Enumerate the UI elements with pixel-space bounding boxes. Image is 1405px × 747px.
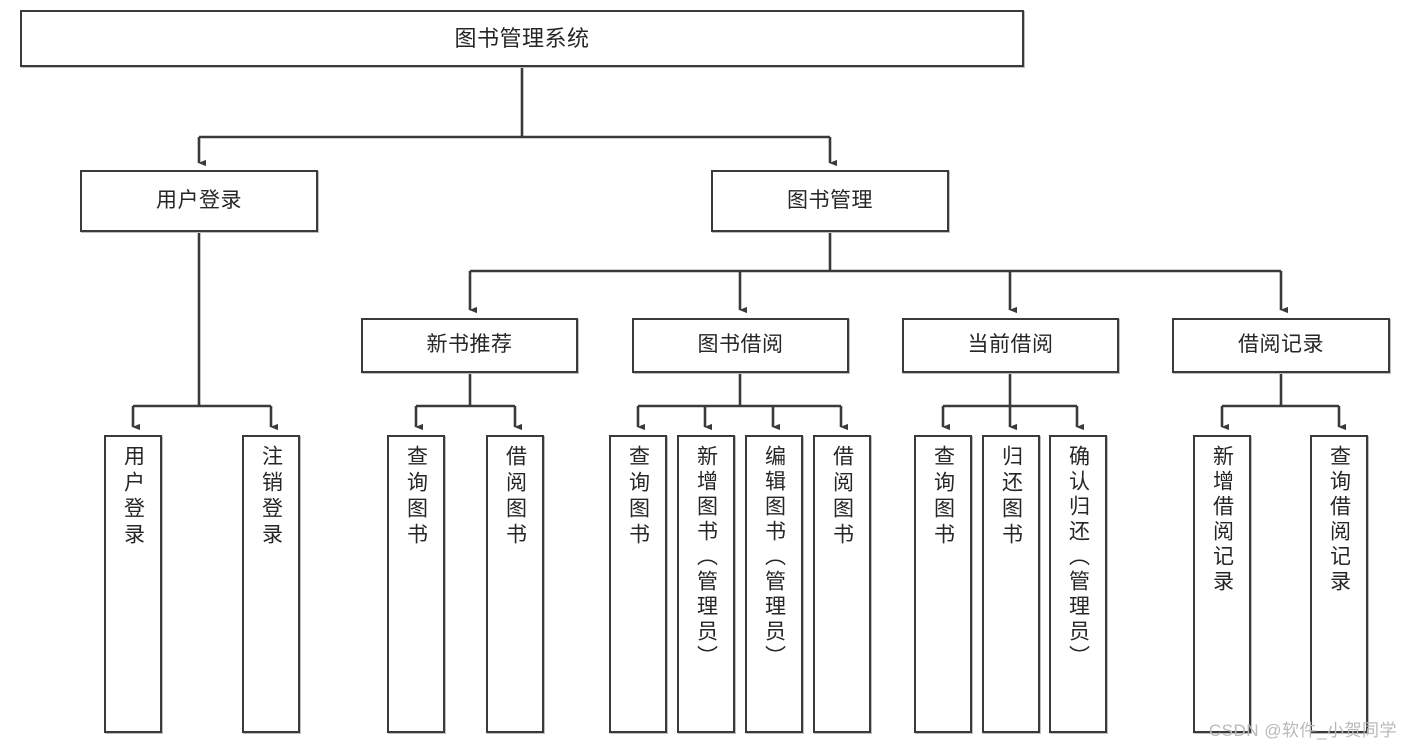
node-root-system[interactable]: 图书管理系统 [20,10,1024,67]
node-label: 当前借阅 [967,333,1054,357]
node-label: 借阅记录 [1238,333,1324,357]
leaf-label: 查询借阅记录 [1327,445,1351,595]
node-label: 图书管理 [787,188,873,212]
node-borrow-record[interactable]: 借阅记录 [1172,318,1390,373]
watermark-text: CSDN @软件_小贺同学 [1208,721,1397,740]
leaf-book-borrow-add[interactable]: 新增图书（管理员） [677,435,735,733]
leaf-user-login-logout[interactable]: 注销登录 [242,435,300,733]
leaf-book-borrow-edit[interactable]: 编辑图书（管理员） [745,435,803,733]
node-book-management[interactable]: 图书管理 [711,170,949,232]
leaf-new-book-query[interactable]: 查询图书 [387,435,445,733]
leaf-label: 用户登录 [121,445,145,549]
leaf-label: 借阅图书 [830,445,854,549]
node-current-borrow[interactable]: 当前借阅 [902,318,1119,373]
leaf-user-login-login[interactable]: 用户登录 [104,435,162,733]
node-label: 新书推荐 [426,333,513,357]
leaf-current-borrow-return[interactable]: 归还图书 [982,435,1040,733]
leaf-current-borrow-confirm-return[interactable]: 确认归还（管理员） [1049,435,1107,733]
leaf-label: 借阅图书 [503,445,527,549]
node-label: 用户登录 [156,188,242,212]
leaf-label: 新增图书（管理员） [694,445,718,670]
node-new-book-recommend[interactable]: 新书推荐 [361,318,578,373]
node-label: 图书借阅 [697,333,784,357]
leaf-label: 新增借阅记录 [1210,445,1234,595]
leaf-label: 归还图书 [999,445,1023,549]
node-label: 图书管理系统 [454,25,590,51]
leaf-current-borrow-query[interactable]: 查询图书 [914,435,972,733]
node-user-login[interactable]: 用户登录 [80,170,318,232]
leaf-label: 查询图书 [404,445,428,549]
leaf-label: 注销登录 [259,445,283,549]
leaf-book-borrow-query[interactable]: 查询图书 [609,435,667,733]
leaf-label: 编辑图书（管理员） [762,445,786,670]
leaf-new-book-borrow[interactable]: 借阅图书 [486,435,544,733]
leaf-book-borrow-borrow[interactable]: 借阅图书 [813,435,871,733]
leaf-label: 确认归还（管理员） [1066,445,1090,670]
leaf-label: 查询图书 [931,445,955,549]
node-book-borrow[interactable]: 图书借阅 [632,318,849,373]
leaf-borrow-record-add[interactable]: 新增借阅记录 [1193,435,1251,733]
leaf-label: 查询图书 [626,445,650,549]
leaf-borrow-record-query[interactable]: 查询借阅记录 [1310,435,1368,733]
